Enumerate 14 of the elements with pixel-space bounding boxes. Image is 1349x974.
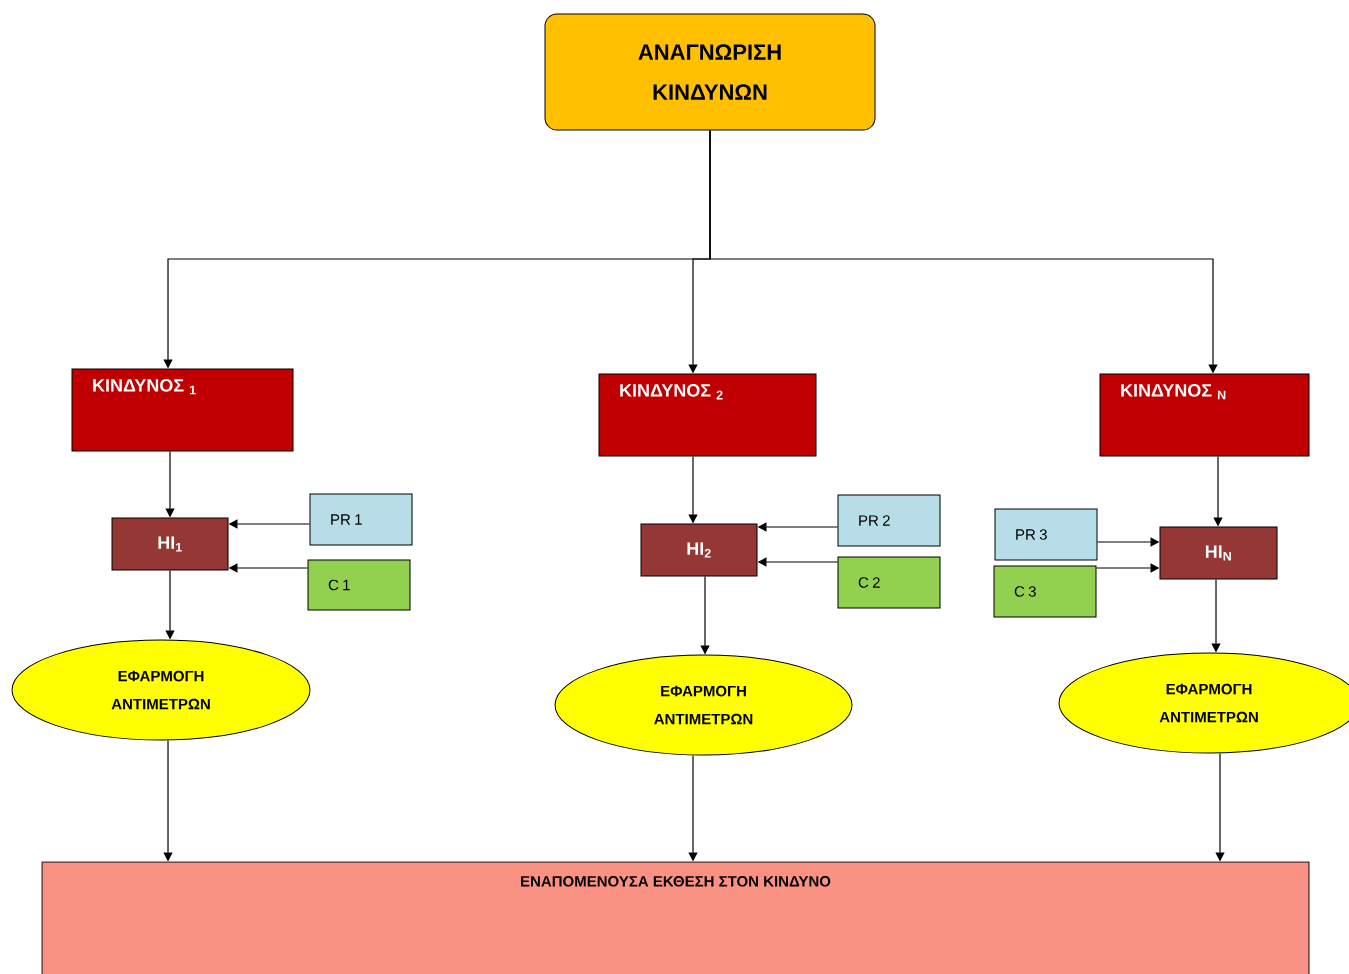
result-box: ΕΝΑΠΟΜΕΝΟΥΣΑ ΕΚΘΕΣΗ ΣΤΟΝ ΚΙΝΔΥΝΟ: [41, 861, 1310, 974]
process-box: ΑΝΑΓΝΩΡΙΣΗ ΚΙΝΔΥΝΩΝ: [544, 13, 876, 131]
index-box: HI$_{1}$: [111, 517, 229, 571]
input-box: PR 3: [994, 508, 1098, 561]
hazard-box: ΚΙΝΔΥΝΟΣ $_{1}$: [71, 368, 294, 452]
input-box: C 1: [307, 559, 411, 611]
input-box: PR 1: [309, 493, 413, 546]
hazard-box: ΚΙΝΔΥΝΟΣ $_{2}$: [598, 373, 817, 457]
input-box: PR 2: [837, 494, 941, 547]
hazard-box: ΚΙΝΔΥΝΟΣ $_{N}$: [1099, 373, 1310, 457]
input-box: C 3: [993, 565, 1097, 618]
index-box: HI$_{N}$: [1159, 526, 1278, 580]
input-box: C 2: [837, 556, 941, 609]
index-box: HI$_{2}$: [640, 523, 758, 577]
